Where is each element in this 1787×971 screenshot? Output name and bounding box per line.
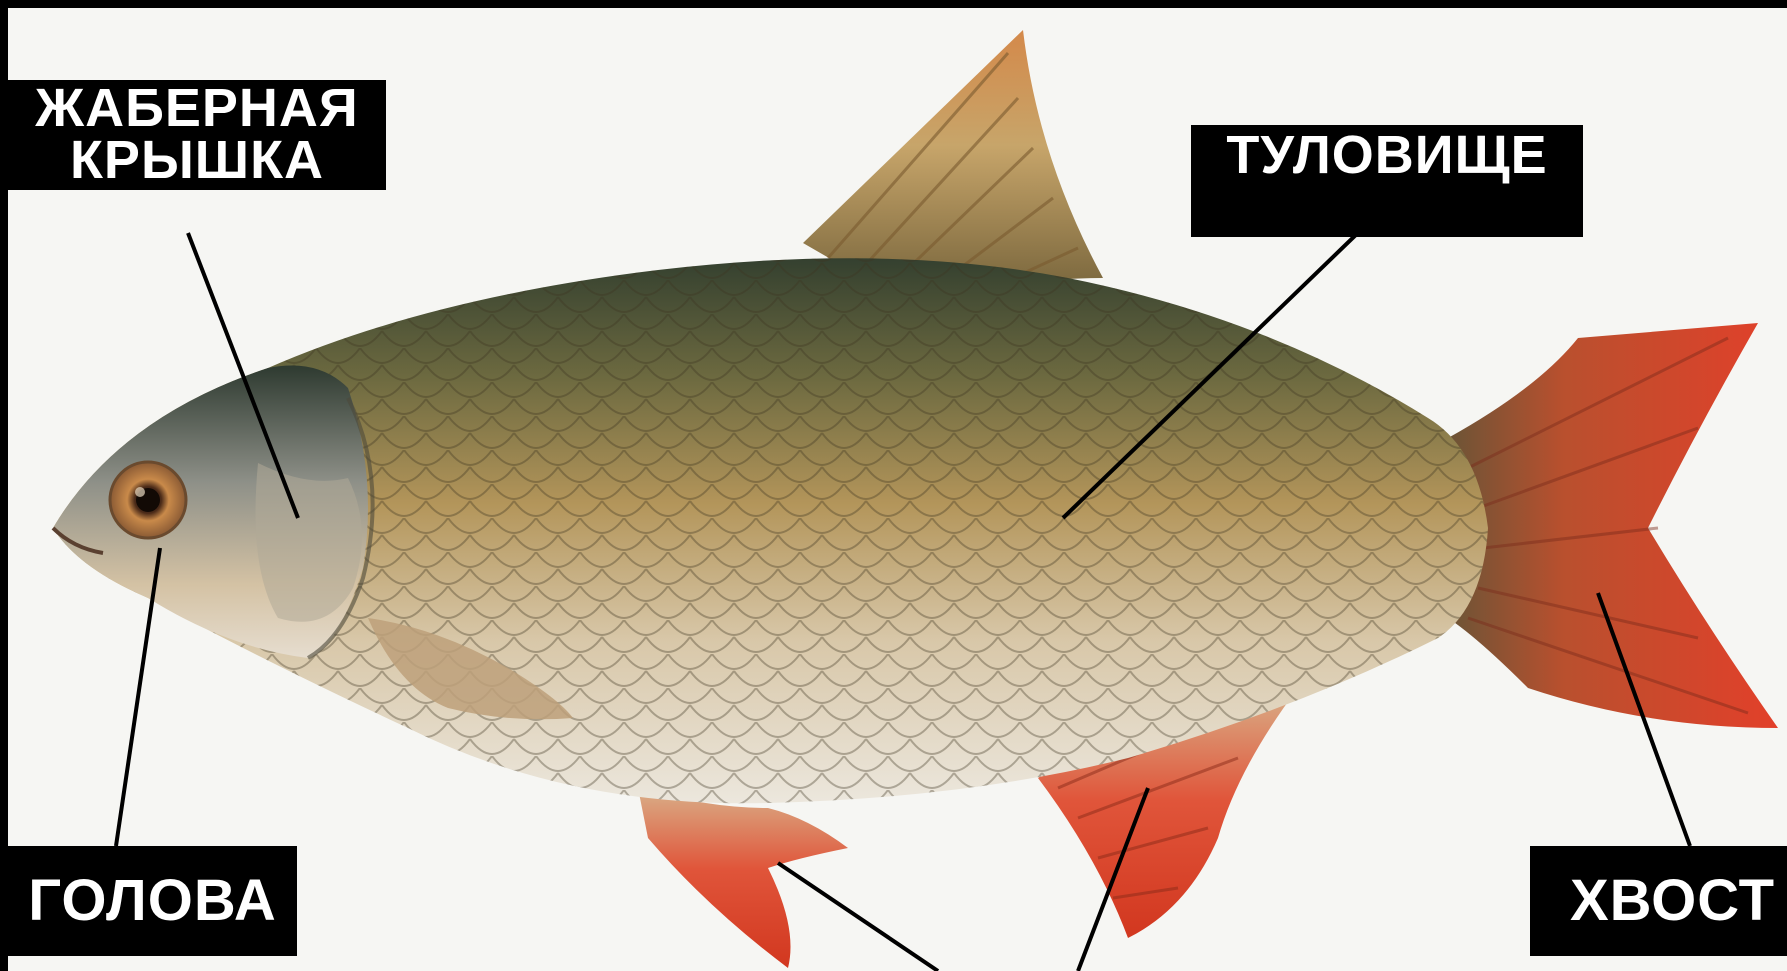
label-head: ГОЛОВА [8,846,297,956]
leader-line-fin-1 [778,863,938,971]
label-tail: ХВОСТ [1530,846,1787,956]
label-head-text: ГОЛОВА [8,846,297,956]
label-gill-cover-text: ЖАБЕРНАЯ КРЫШКА [8,82,386,186]
label-tail-text: ХВОСТ [1570,846,1787,956]
diagram-canvas: ЖАБЕРНАЯ КРЫШКА ТУЛОВИЩЕ ГОЛОВА ХВОСТ [8,8,1787,971]
label-body: ТУЛОВИЩЕ [1191,125,1583,237]
label-gill-cover: ЖАБЕРНАЯ КРЫШКА [8,80,386,190]
pelvic-fin [638,788,848,968]
gill-cover-shape [256,463,362,622]
label-body-text: ТУЛОВИЩЕ [1191,127,1583,183]
